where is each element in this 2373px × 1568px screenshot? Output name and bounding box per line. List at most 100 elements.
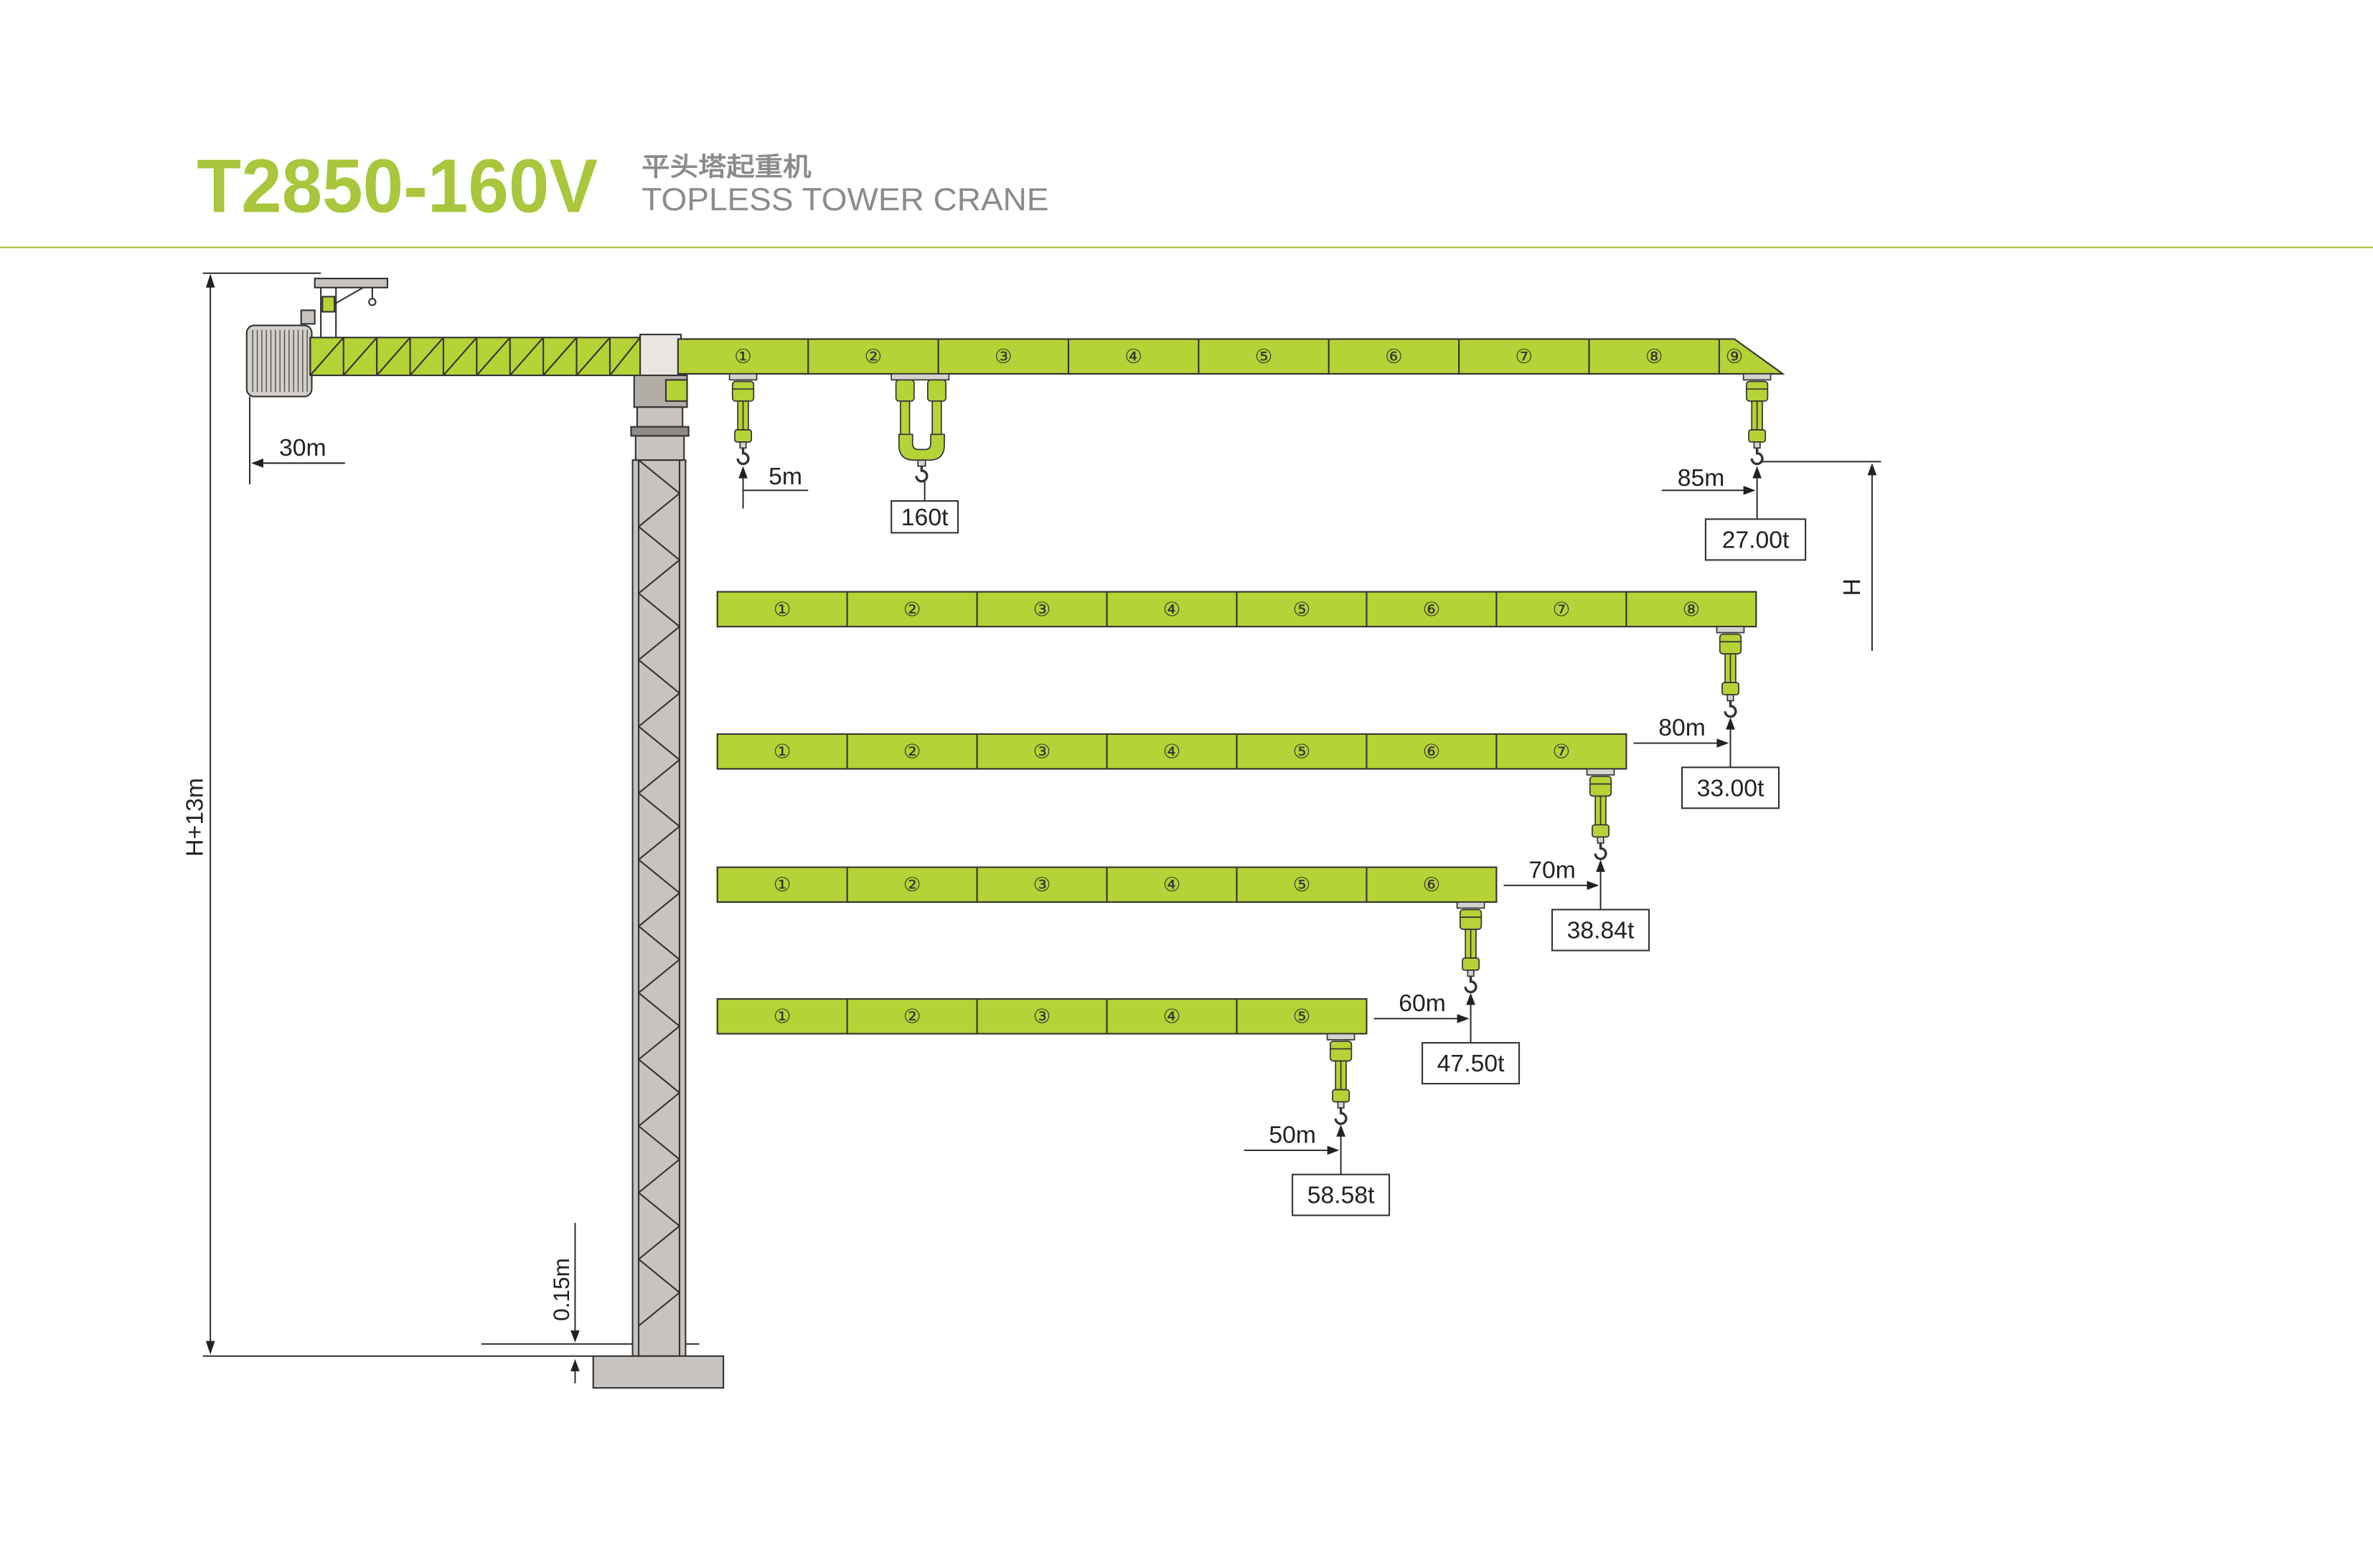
overall-height-dimension: H+13m xyxy=(182,272,593,1357)
jib-section-label: ③ xyxy=(1033,874,1051,896)
jib-section-label: ⑥ xyxy=(1423,874,1441,896)
radius-label: 50m xyxy=(1269,1121,1316,1148)
max-load-group: 160t xyxy=(891,373,959,534)
counterweight-stripes xyxy=(252,329,308,393)
jib-section-label: ⑤ xyxy=(1293,874,1311,896)
jib-section-label: ⑧ xyxy=(1683,598,1701,621)
tip-load-box xyxy=(1704,518,1807,561)
jib-section-joints xyxy=(846,591,1627,627)
maintenance-crane-arm xyxy=(314,278,388,288)
load-box xyxy=(1681,766,1780,809)
product-name-en: TOPLESS TOWER CRANE xyxy=(642,182,1048,217)
foundation-offset-dimension: 0.15m xyxy=(481,1223,700,1384)
jib-section-label: ④ xyxy=(1163,741,1181,764)
overall-height-label: H+13m xyxy=(182,778,209,857)
main-jib-section-label: ⑦ xyxy=(1516,346,1533,368)
tip-load-label: 33.00t xyxy=(1697,774,1765,802)
radius-extension-arrow xyxy=(1596,859,1605,872)
jib-section-joints xyxy=(846,733,1498,769)
tip-load-label: 38.84t xyxy=(1567,917,1635,944)
counter-jib-dimension-arrow xyxy=(251,459,263,468)
right-sheave-block xyxy=(927,379,947,402)
jib-section-label: ⑥ xyxy=(1423,741,1441,764)
foundation-block xyxy=(592,1355,725,1389)
jib-section-label: ④ xyxy=(1163,874,1181,896)
slewing-ring xyxy=(630,426,690,437)
main-jib-section-joints xyxy=(807,339,1720,374)
max-load-label: 160t xyxy=(901,504,949,531)
main-jib-section-label: ④ xyxy=(1124,346,1142,368)
jib-section-label: ⑥ xyxy=(1423,598,1441,621)
main-jib-section-label: ③ xyxy=(995,346,1012,368)
counter-jib-assembly: 30m xyxy=(245,278,642,484)
jib-section-label: ① xyxy=(774,1006,791,1028)
main-jib-section-label: ⑤ xyxy=(1255,346,1273,368)
main-jib-section-label: ⑧ xyxy=(1645,346,1663,368)
product-name-cn: 平头塔起重机 xyxy=(642,153,811,182)
left-rope-reeving xyxy=(900,400,911,436)
jib-section-label: ② xyxy=(903,874,921,896)
overall-height-arrow-top xyxy=(205,273,215,288)
tower-head xyxy=(639,334,682,377)
jib-section-label: ⑦ xyxy=(1553,598,1571,621)
model-title: T2850-160V xyxy=(197,144,598,228)
jib-section-label: ③ xyxy=(1033,1006,1051,1028)
jib-section-label: ⑤ xyxy=(1293,1006,1311,1028)
main-jib-section-label: ① xyxy=(734,346,752,368)
right-rope-reeving xyxy=(931,400,942,436)
radius-dimension-arrow xyxy=(1327,1145,1340,1155)
jib-bar xyxy=(716,733,1627,770)
jib-section-label: ④ xyxy=(1163,1006,1181,1028)
load-box xyxy=(1292,1173,1391,1216)
radius-dimension-arrow xyxy=(1457,1014,1470,1023)
tip-load-label: 58.58t xyxy=(1307,1182,1375,1209)
hook-block xyxy=(1585,767,1616,860)
jib-section-label: ④ xyxy=(1163,598,1181,621)
max-radius-dimension-arrow xyxy=(1743,486,1756,495)
main-jib: ① ② ③ ④ ⑤ ⑥ ⑦ ⑧ ⑨ xyxy=(677,338,1785,375)
jib-section-joints xyxy=(846,867,1368,903)
min-radius-label: 5m xyxy=(769,463,802,490)
cab-window xyxy=(664,379,688,402)
main-jib-section-label: ⑨ xyxy=(1726,346,1744,368)
max-radius-extension-arrow xyxy=(1752,466,1762,479)
height-under-hook-label: H xyxy=(1838,578,1866,596)
radius-dimension-arrow xyxy=(1716,738,1729,748)
max-radius-group: 85m 27.00t xyxy=(1661,372,1807,561)
jib-section-label: ⑦ xyxy=(1553,741,1571,764)
jib-section-label: ② xyxy=(903,1006,921,1028)
slewing-assembly xyxy=(630,334,690,461)
tower-mast xyxy=(631,459,687,1357)
jib-section-joints xyxy=(846,998,1238,1034)
electrical-box xyxy=(300,309,316,325)
double-hook-block xyxy=(891,373,950,483)
radius-label: 60m xyxy=(1399,990,1446,1017)
jib-section-label: ② xyxy=(903,741,921,764)
jib-section-label: ③ xyxy=(1033,741,1051,764)
radius-extension-arrow xyxy=(1336,1125,1345,1137)
hoisting-mechanism xyxy=(300,278,388,338)
jib-section-label: ① xyxy=(774,874,791,896)
counter-jib-lattice xyxy=(309,337,641,376)
jib-configuration-3: ① ② ③ ④ ⑤ ⑥ 60m 47.50t xyxy=(716,866,1521,1085)
main-jib-body xyxy=(677,338,1785,375)
height-under-hook-arrow xyxy=(1867,463,1877,476)
maintenance-hook-icon xyxy=(368,298,377,306)
radius-extension-arrow xyxy=(1726,717,1735,730)
hook-spreader xyxy=(898,433,945,461)
max-load-box xyxy=(891,500,959,534)
double-hook-icon xyxy=(915,466,929,483)
double-trolley xyxy=(891,373,950,381)
foundation-offset-arrow-down xyxy=(570,1330,580,1343)
hook-block xyxy=(1715,625,1746,718)
jib-section-label: ⑤ xyxy=(1293,598,1311,621)
jib-section-label: ② xyxy=(903,598,921,621)
slewing-support xyxy=(634,435,685,461)
jib-section-label: ③ xyxy=(1033,598,1051,621)
tip-load-label: 47.50t xyxy=(1437,1050,1505,1077)
jib-bar xyxy=(716,997,1368,1035)
height-under-hook-dimension: H xyxy=(1759,461,1881,651)
